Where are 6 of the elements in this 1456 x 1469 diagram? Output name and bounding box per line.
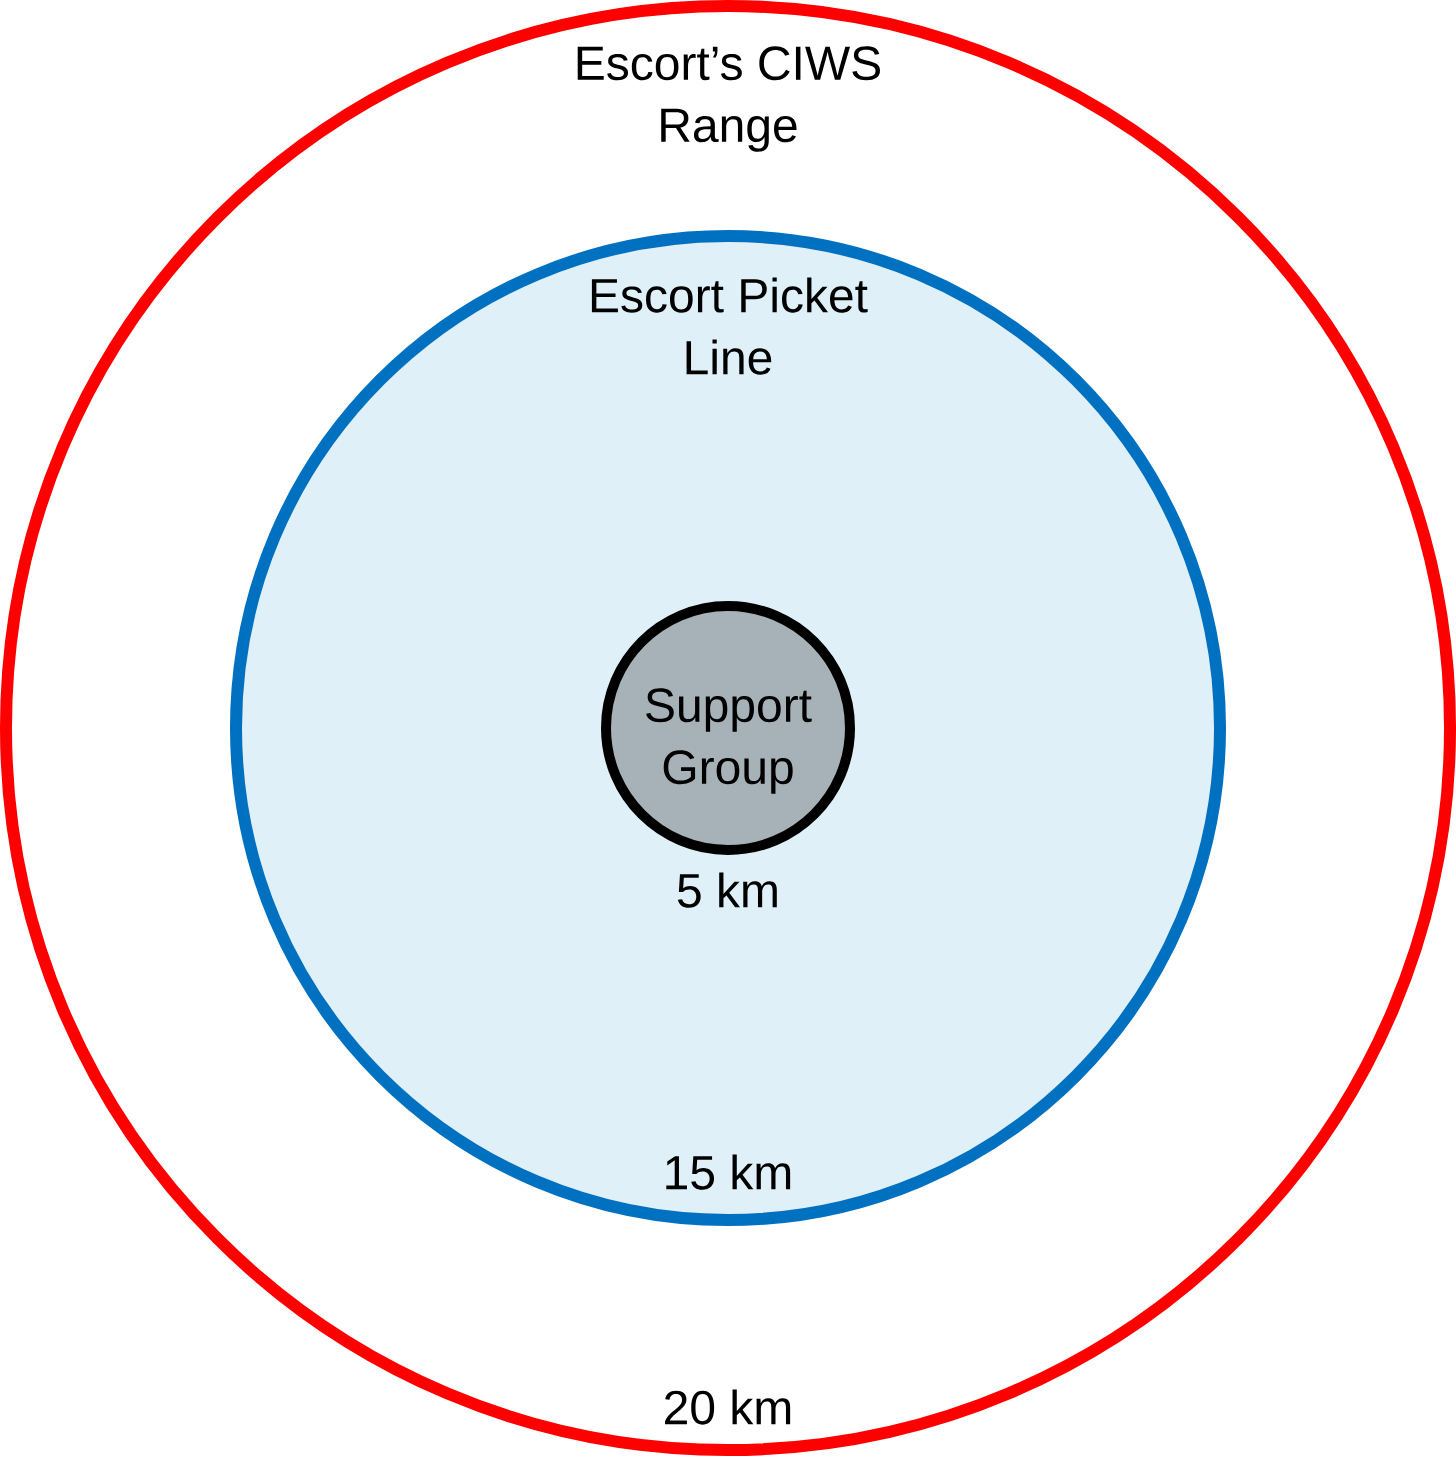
zone-label: Escort’s CIWS Range [577,46,880,152]
distance-label: 5 km [677,872,777,908]
distance-label: 20 km [665,1389,791,1425]
distance-label: 15 km [666,1154,791,1190]
zone-label: Escort Picket Line [591,277,868,375]
group-label: Support Group [646,688,812,794]
